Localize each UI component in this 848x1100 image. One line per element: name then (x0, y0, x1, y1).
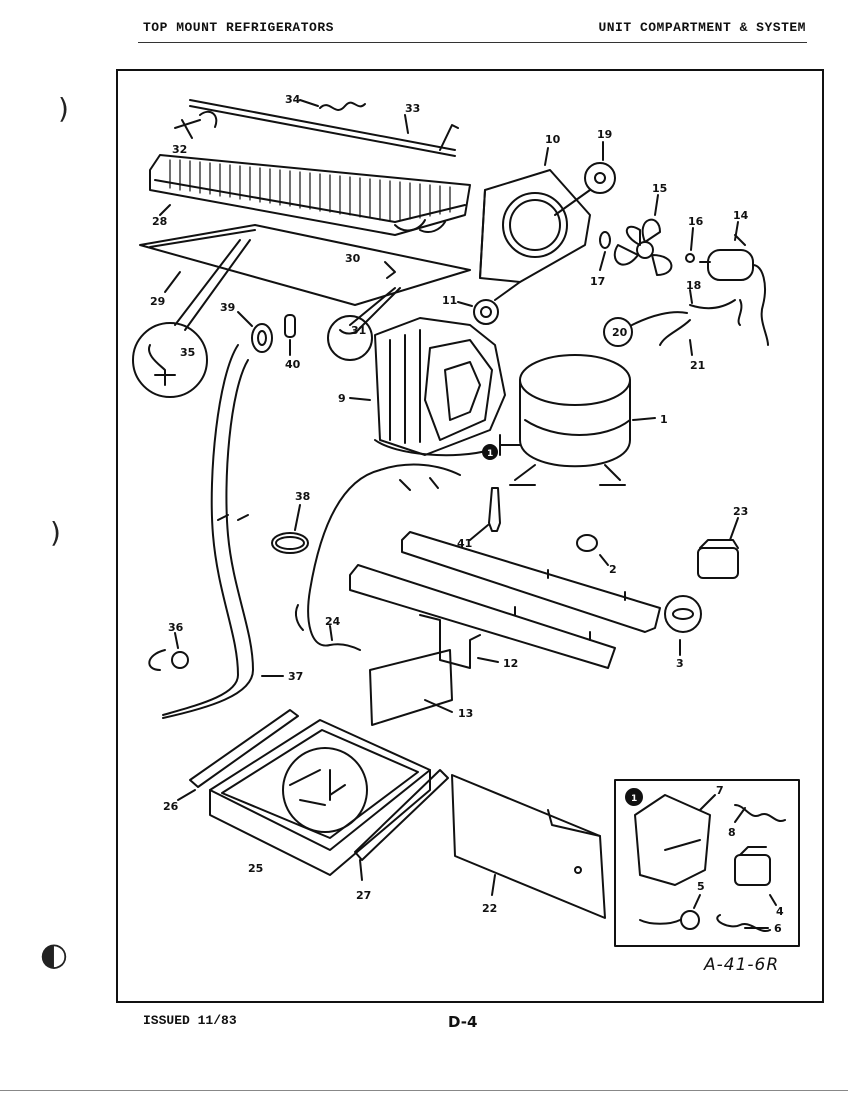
part-36-fitting (171, 651, 189, 669)
callout-35: 35 (180, 346, 195, 359)
callout-5: 5 (697, 880, 705, 893)
part-25-drain-pan (209, 719, 431, 876)
part-4-relay (734, 846, 771, 886)
binder-punch-mark: ) (58, 92, 69, 125)
callout-labels: 34 33 32 10 19 28 15 16 14 30 17 18 29 1… (150, 93, 784, 935)
callout-34: 34 (285, 93, 301, 106)
part-11-bushing (473, 299, 499, 325)
callout-29: 29 (150, 295, 165, 308)
callout-39: 39 (220, 301, 235, 314)
part-3-mounting-rails (349, 531, 661, 669)
header-title-right: UNIT COMPARTMENT & SYSTEM (598, 20, 806, 35)
inset-detail-box (614, 779, 800, 947)
callout-38: 38 (295, 490, 310, 503)
part-29-panel (139, 224, 471, 306)
detail-3-circle (664, 595, 702, 633)
binder-punch-mark: ) (50, 516, 61, 549)
callout-40: 40 (285, 358, 301, 371)
callout-25: 25 (248, 862, 263, 875)
callout-21: 21 (690, 359, 705, 372)
header-rule (138, 42, 807, 43)
callout-28: 28 (152, 215, 167, 228)
callout-23: 23 (733, 505, 748, 518)
callout-20: 20 (612, 326, 628, 339)
part-13-baffle (369, 649, 453, 726)
callout-41: 41 (457, 537, 472, 550)
detail-35-circle (132, 322, 208, 398)
callout-26: 26 (163, 800, 179, 813)
part-19-grommet (584, 162, 616, 194)
detail-31-circle (327, 315, 373, 361)
callout-8: 8 (728, 826, 736, 839)
callout-19: 19 (597, 128, 612, 141)
part-23-relay (697, 539, 739, 579)
callout-36: 36 (168, 621, 184, 634)
callout-12: 12 (503, 657, 518, 670)
callout-30: 30 (345, 252, 361, 265)
callout-10: 10 (545, 133, 561, 146)
callout-22: 22 (482, 902, 497, 915)
callout-13: 13 (458, 707, 473, 720)
part-26-bracket (189, 709, 299, 788)
part-1-compressor (499, 354, 631, 486)
part-33-tube-assembly (174, 99, 459, 157)
part-34-wire (319, 101, 366, 111)
callout-31: 31 (351, 324, 366, 337)
callout-3: 3 (676, 657, 684, 670)
part-37-drain-tube (162, 344, 254, 719)
callout-17: 17 (590, 275, 605, 288)
part-18-wire-harness (689, 299, 743, 326)
callout-1: 1 (660, 413, 668, 426)
part-6-wire (716, 914, 771, 933)
part-7-cover (634, 794, 711, 886)
part-15-fan-blade (613, 218, 673, 276)
diagram-frame (116, 69, 824, 1003)
header-title-left: TOP MOUNT REFRIGERATORS (143, 20, 334, 35)
part-27-bracket (354, 769, 449, 861)
part-8-wire (734, 804, 786, 823)
detail-marker-1: 1 (487, 449, 493, 459)
footer-page-number: D-4 (448, 1013, 478, 1031)
callout-24: 24 (325, 615, 341, 628)
callout-32: 32 (172, 143, 187, 156)
part-22-cover-panel (451, 774, 606, 919)
detail-20-circle (603, 317, 633, 347)
callout-11: 11 (442, 294, 457, 307)
callout-6: 6 (774, 922, 782, 935)
callout-4: 4 (776, 905, 784, 918)
callout-15: 15 (652, 182, 667, 195)
part-24-power-cord (307, 469, 381, 651)
part-28-condenser (149, 154, 471, 236)
callout-7: 7 (716, 784, 724, 797)
binder-punch-mark: ◐ (40, 935, 68, 973)
callout-33: 33 (405, 102, 420, 115)
page-bottom-edge (0, 1090, 848, 1091)
part-10-shroud (479, 169, 591, 283)
callout-37: 37 (288, 670, 303, 683)
part-5-grommet (680, 910, 700, 930)
callout-18: 18 (686, 279, 701, 292)
callout-16: 16 (688, 215, 704, 228)
inset-marker-1: 1 (631, 794, 637, 804)
part-12-bracket (419, 614, 481, 669)
callout-2: 2 (609, 563, 617, 576)
footer-issued-date: ISSUED 11/83 (143, 1013, 237, 1028)
drawing-reference-number: A-41-6R (704, 955, 780, 975)
callout-9: 9 (338, 392, 346, 405)
part-9-housing (374, 317, 506, 457)
callout-27: 27 (356, 889, 371, 902)
callout-14: 14 (733, 209, 749, 222)
part-14-fan-motor (699, 234, 769, 346)
